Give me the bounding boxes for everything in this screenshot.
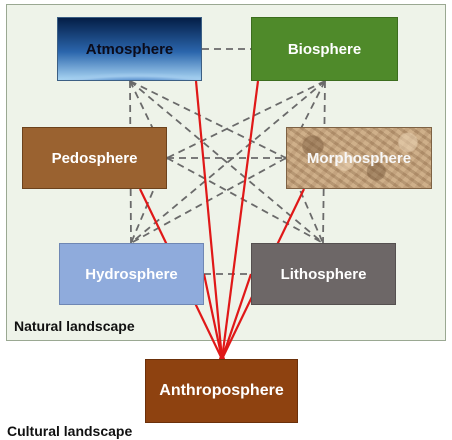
lithosphere-label: Lithosphere xyxy=(280,265,367,283)
atmosphere-box: Atmosphere xyxy=(57,17,202,81)
atmosphere-label: Atmosphere xyxy=(85,40,174,58)
anthroposphere-label: Anthroposphere xyxy=(159,382,284,399)
biosphere-box: Biosphere xyxy=(251,17,398,81)
hydrosphere-box: Hydrosphere xyxy=(59,243,204,305)
morphosphere-box: Morphosphere xyxy=(286,127,432,189)
hydrosphere-label: Hydrosphere xyxy=(85,265,178,283)
pedosphere-box: Pedosphere xyxy=(22,127,167,189)
natural-landscape-label: Natural landscape xyxy=(14,318,135,334)
pedosphere-label: Pedosphere xyxy=(51,149,138,167)
morphosphere-label: Morphosphere xyxy=(306,149,412,167)
anthroposphere-box: Anthroposphere xyxy=(145,359,298,423)
cultural-landscape-label: Cultural landscape xyxy=(7,423,133,439)
biosphere-label: Biosphere xyxy=(287,40,362,58)
lithosphere-box: Lithosphere xyxy=(251,243,396,305)
